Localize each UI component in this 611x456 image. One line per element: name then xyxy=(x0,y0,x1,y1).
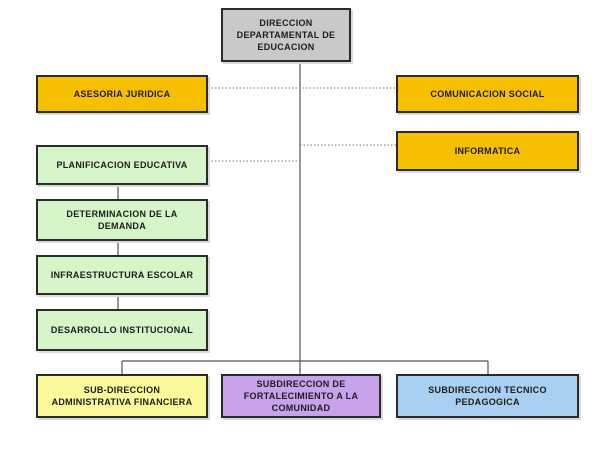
node-determinacion-demanda: DETERMINACION DE LA DEMANDA xyxy=(36,199,208,241)
node-subdireccion-administrativa: SUB-DIRECCION ADMINISTRATIVA FINANCIERA xyxy=(36,374,208,418)
node-asesoria-juridica: ASESORIA JURIDICA xyxy=(36,75,208,113)
node-subdireccion-tecnico-pedagogica: SUBDIRECCION TECNICO PEDAGOGICA xyxy=(396,374,579,418)
node-planificacion-educativa: PLANIFICACION EDUCATIVA xyxy=(36,145,208,185)
node-infraestructura-escolar: INFRAESTRUCTURA ESCOLAR xyxy=(36,255,208,295)
node-direccion-departamental: DIRECCION DEPARTAMENTAL DE EDUCACION xyxy=(221,8,351,62)
node-subdireccion-fortalecimiento: SUBDIRECCION DE FORTALECIMIENTO A LA COM… xyxy=(221,374,381,418)
node-comunicacion-social: COMUNICACION SOCIAL xyxy=(396,75,579,113)
node-desarrollo-institucional: DESARROLLO INSTITUCIONAL xyxy=(36,309,208,351)
node-informatica: INFORMATICA xyxy=(396,131,579,171)
